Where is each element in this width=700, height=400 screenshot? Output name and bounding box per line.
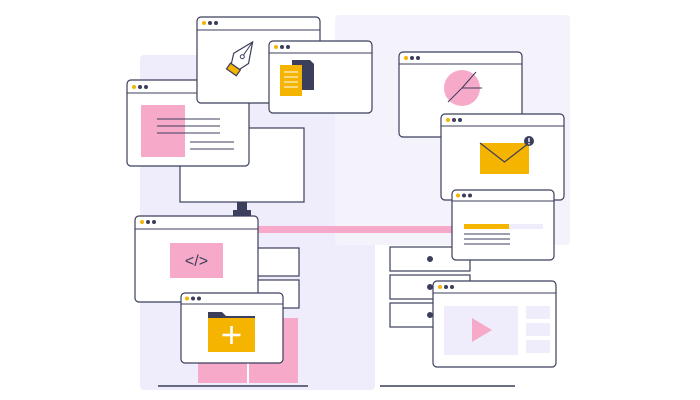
pen-nib-icon <box>225 40 254 77</box>
documents-icon <box>280 60 314 96</box>
code-window: </> <box>134 215 259 303</box>
folder-window <box>180 292 284 364</box>
video-window <box>432 280 557 368</box>
pie-chart-icon <box>444 70 482 106</box>
code-brackets-icon: </> <box>185 253 208 270</box>
desk-top <box>235 226 465 233</box>
mail-window <box>440 113 565 201</box>
folder-add-icon <box>208 312 255 352</box>
image-text-icon <box>141 105 185 157</box>
text-block-window <box>451 189 555 261</box>
play-icon <box>472 318 492 342</box>
text-lines-icon <box>464 224 543 245</box>
envelope-icon <box>479 136 534 174</box>
documents-window <box>268 40 373 114</box>
